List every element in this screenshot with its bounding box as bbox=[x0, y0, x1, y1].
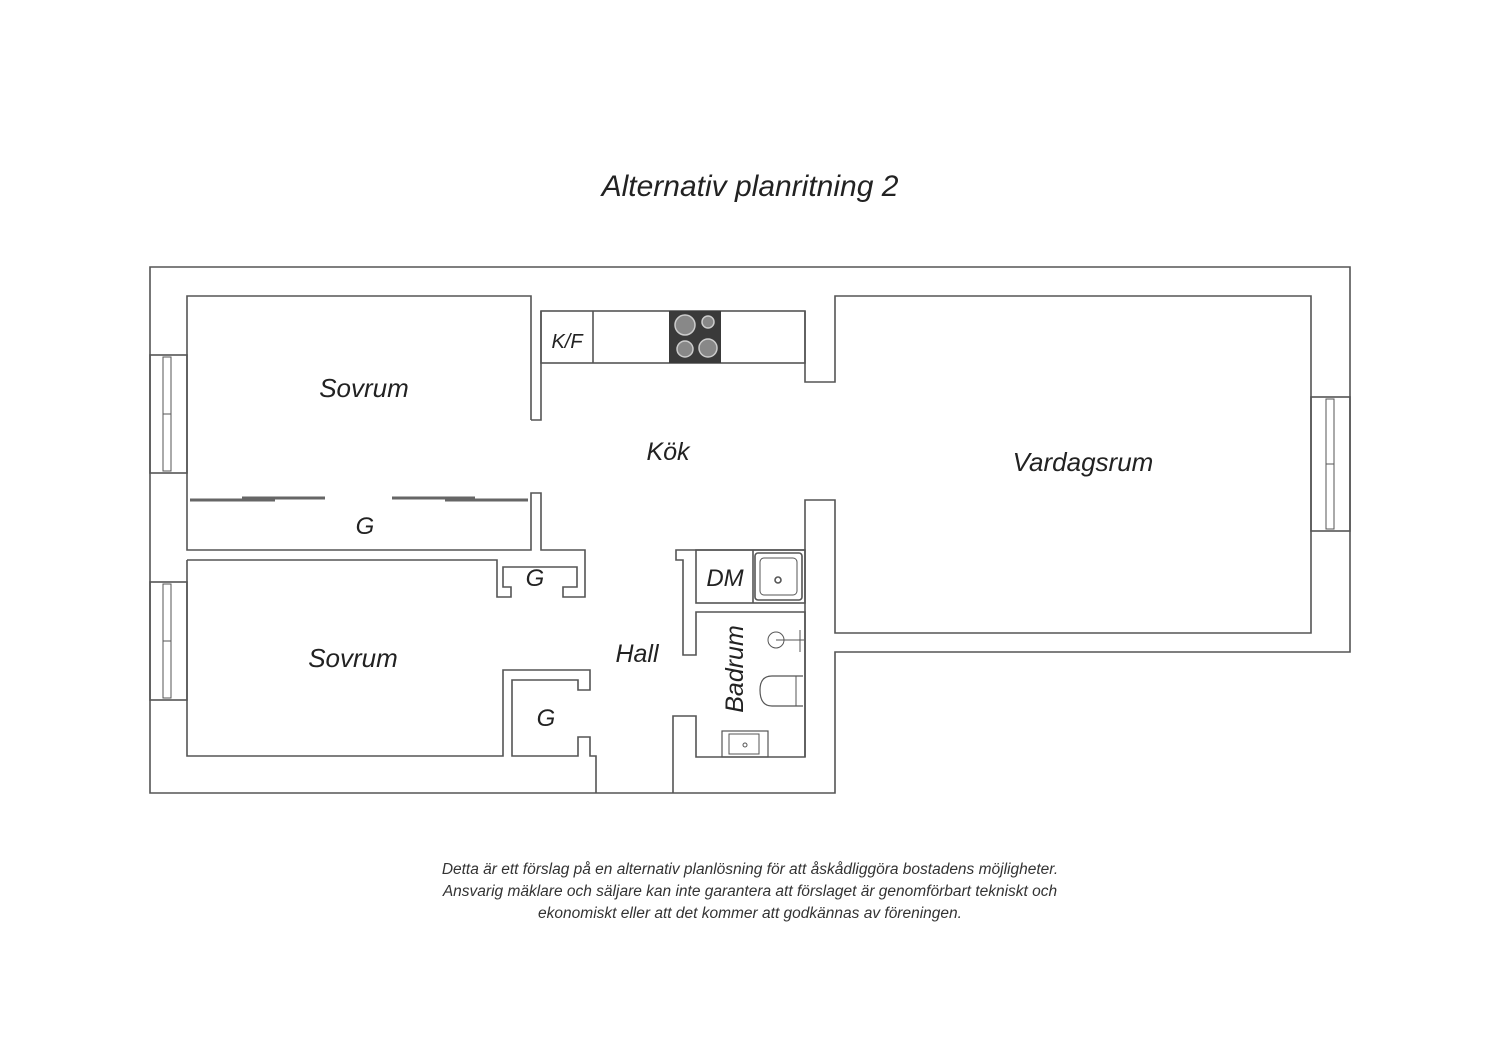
window-right bbox=[1310, 396, 1351, 532]
dishwasher-cabinet bbox=[695, 549, 806, 604]
label-kitchen: Kök bbox=[646, 438, 691, 466]
shower-icon bbox=[767, 630, 804, 652]
label-living-room: Vardagsrum bbox=[1013, 447, 1154, 477]
sink-icon bbox=[754, 552, 803, 601]
window-left-bottom bbox=[149, 581, 188, 701]
label-dishwasher: DM bbox=[706, 565, 743, 592]
bathroom-walls bbox=[672, 549, 806, 793]
window-left-top bbox=[149, 354, 188, 474]
disclaimer: Detta är ett förslag på en alternativ pl… bbox=[0, 859, 1500, 925]
plan-title: Alternativ planritning 2 bbox=[601, 170, 899, 203]
bedroom-2-walls bbox=[186, 560, 597, 793]
label-bedroom-1: Sovrum bbox=[319, 373, 409, 403]
label-bedroom-2: Sovrum bbox=[308, 643, 398, 673]
disclaimer-line: ekonomiskt eller att det kommer att godk… bbox=[538, 905, 962, 922]
living-room-walls bbox=[804, 295, 1312, 757]
stove-icon bbox=[669, 311, 721, 363]
sliding-doors bbox=[190, 496, 528, 502]
washbasin-icon bbox=[721, 730, 769, 758]
label-closet-2: G bbox=[526, 565, 545, 592]
label-closet-3: G bbox=[537, 705, 556, 732]
label-closet-1: G bbox=[356, 513, 375, 540]
outer-wall bbox=[149, 266, 1351, 794]
disclaimer-line: Ansvarig mäklare och säljare kan inte ga… bbox=[442, 883, 1058, 900]
disclaimer-line: Detta är ett förslag på en alternativ pl… bbox=[441, 861, 1059, 878]
toilet-icon bbox=[759, 675, 803, 707]
label-hall: Hall bbox=[615, 640, 660, 668]
bedroom-1-walls bbox=[186, 295, 586, 598]
label-fridge-freezer: K/F bbox=[551, 331, 584, 353]
label-bathroom: Badrum bbox=[721, 625, 749, 713]
